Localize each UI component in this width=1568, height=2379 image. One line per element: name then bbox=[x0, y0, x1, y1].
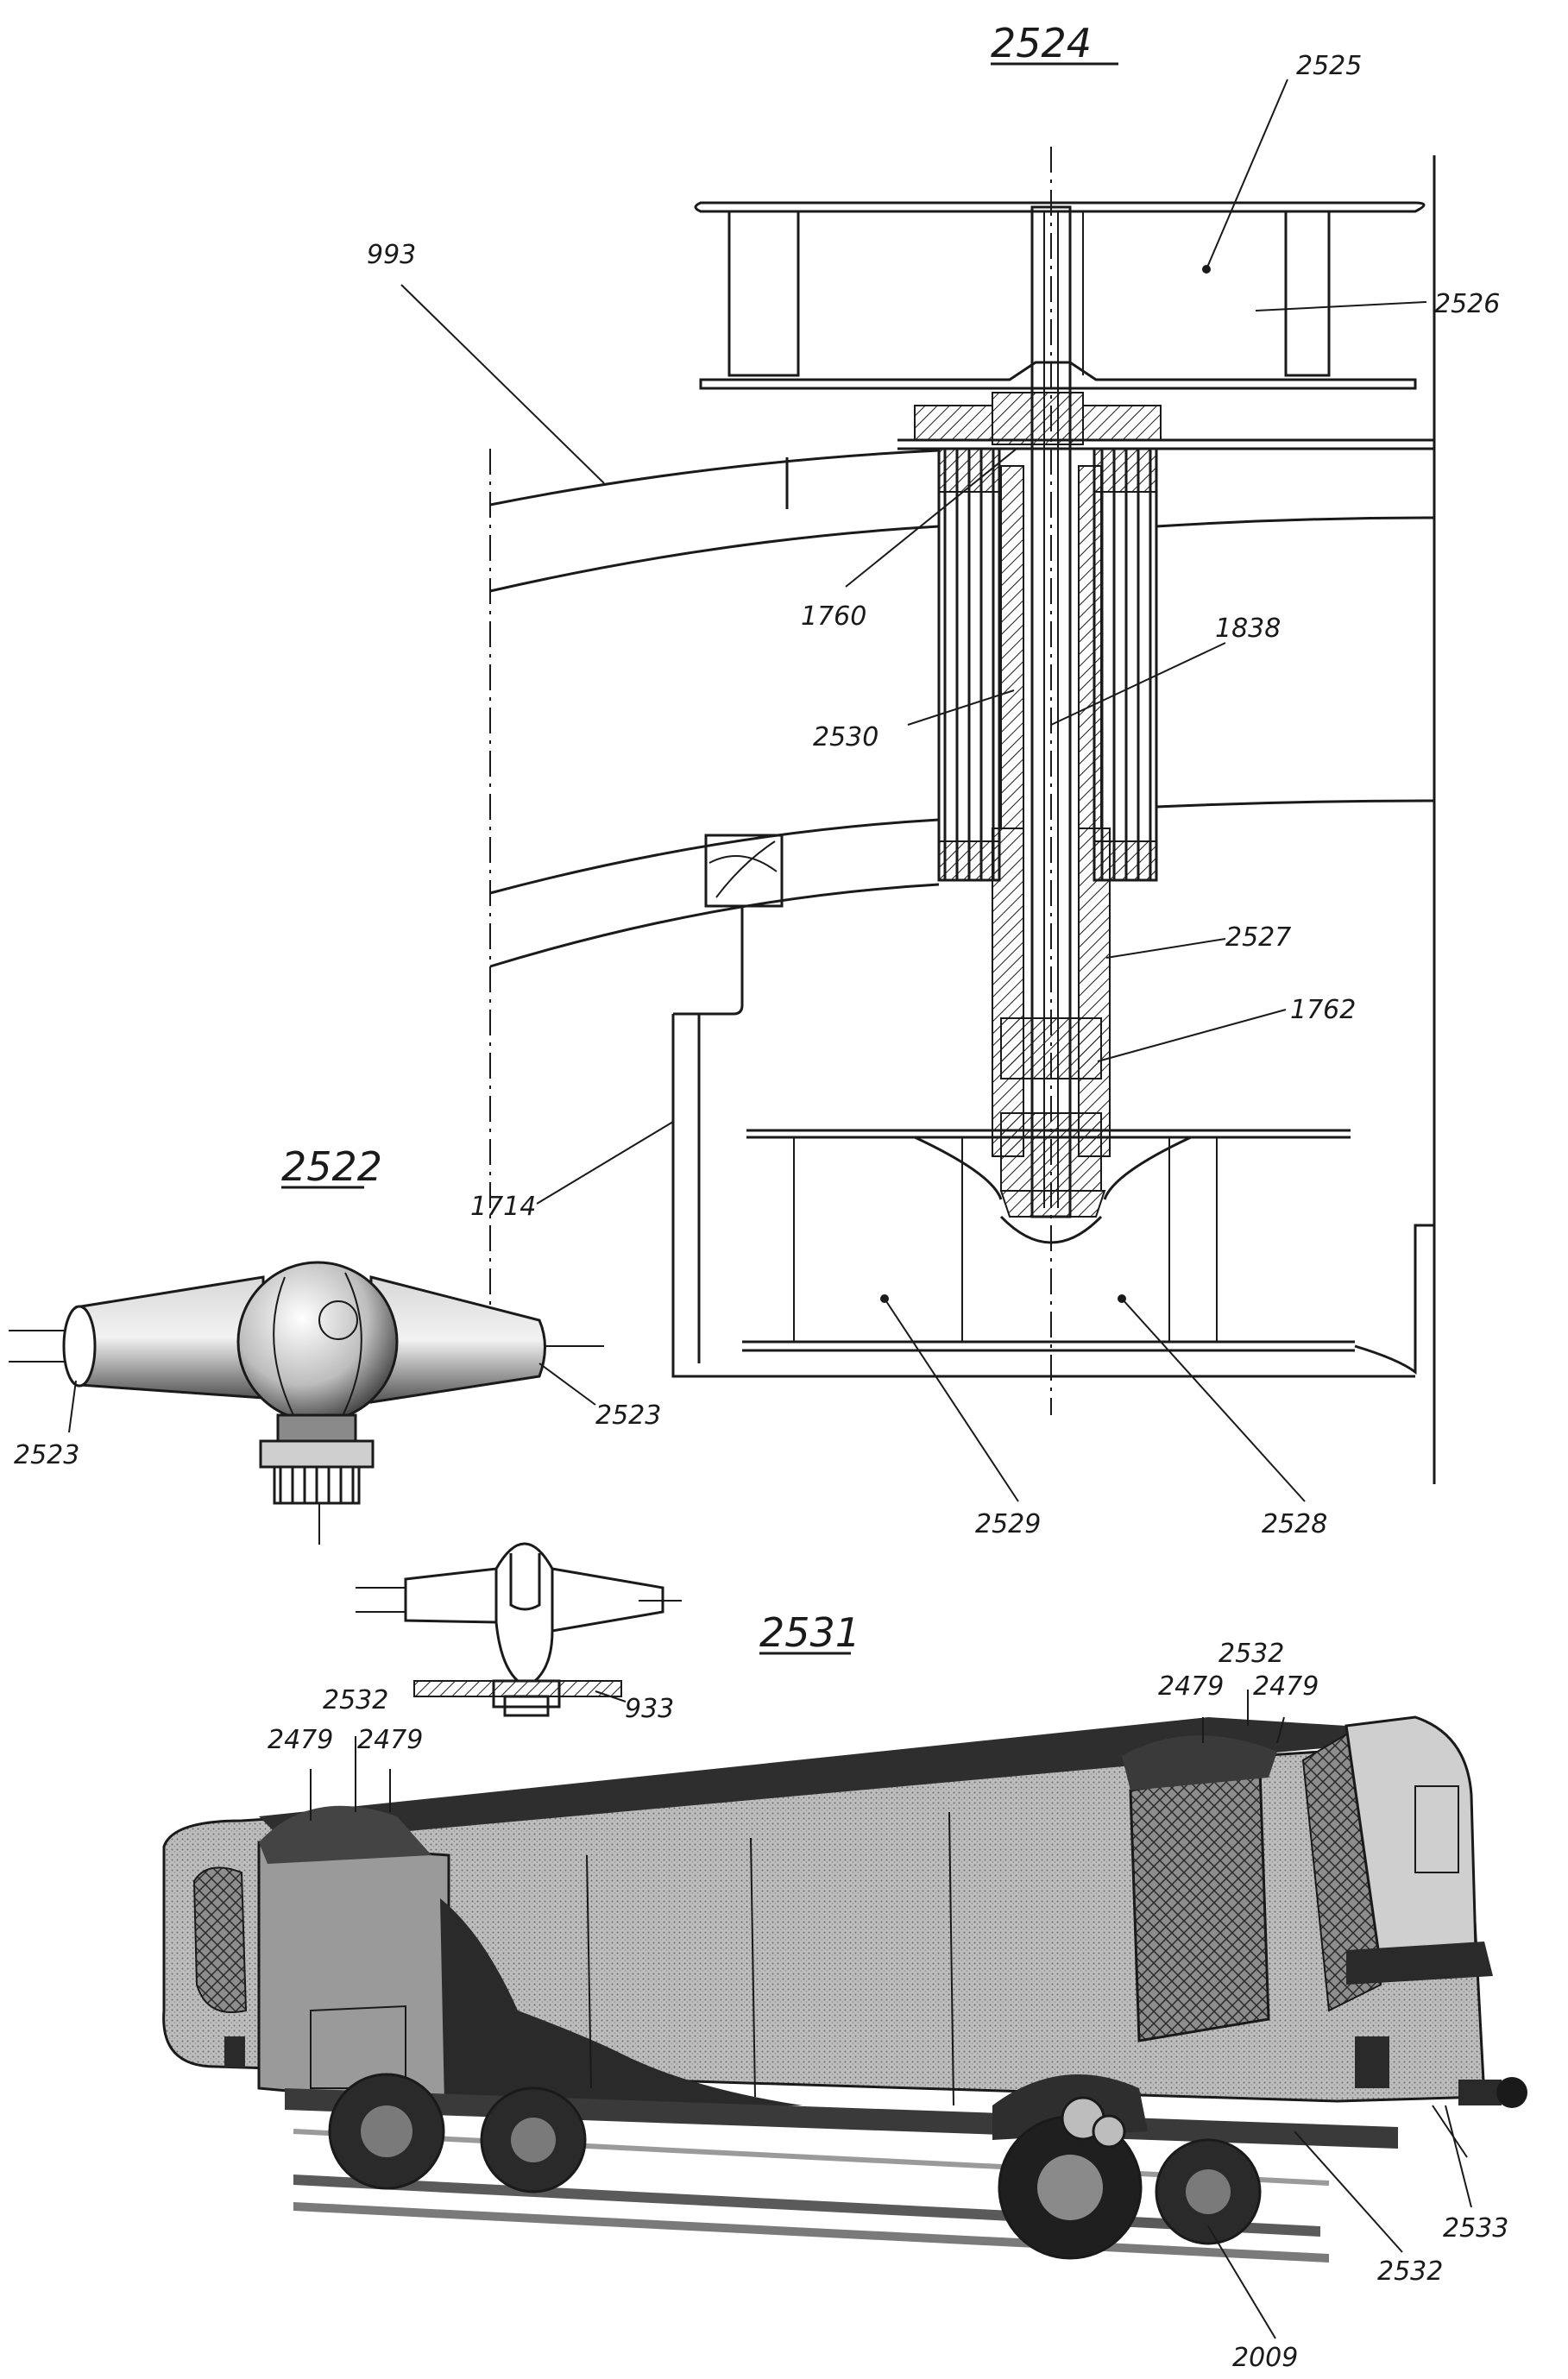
callout-993: 993 bbox=[367, 240, 416, 270]
callout-1760: 1760 bbox=[801, 601, 866, 632]
figure-2524: 2524 bbox=[367, 20, 1500, 1539]
leader-2523-left bbox=[68, 1380, 77, 1433]
figure-2531: 2531 bbox=[162, 1609, 1527, 2373]
outlet-perspective bbox=[9, 1261, 604, 1545]
callout-1714: 1714 bbox=[470, 1192, 536, 1222]
top-bearing bbox=[897, 392, 1434, 450]
figure-number-2531: 2531 bbox=[759, 1609, 860, 1656]
callout-2527: 2527 bbox=[1225, 922, 1291, 953]
callout-2528: 2528 bbox=[1262, 1509, 1327, 1539]
callout-2529: 2529 bbox=[975, 1509, 1041, 1539]
callout-2532-bottom: 2532 bbox=[1377, 2256, 1443, 2287]
outlet-section bbox=[356, 1542, 682, 1717]
leader-lines-2531 bbox=[310, 1690, 1472, 2339]
upper-impeller bbox=[694, 201, 1426, 390]
figure-number-2524: 2524 bbox=[991, 20, 1092, 66]
wagon-body bbox=[162, 1715, 1493, 2114]
lower-impeller bbox=[671, 1014, 1434, 1378]
leader-2523-right bbox=[538, 1363, 596, 1406]
leader-lines-2524 bbox=[400, 79, 1427, 1502]
callout-1838: 1838 bbox=[1215, 614, 1281, 644]
callout-2533: 2533 bbox=[1443, 2213, 1508, 2244]
callout-2523-right: 2523 bbox=[595, 1400, 661, 1431]
callout-1762: 1762 bbox=[1290, 995, 1356, 1025]
callout-2525: 2525 bbox=[1296, 51, 1362, 81]
leader-933 bbox=[595, 1690, 627, 1702]
callout-2530: 2530 bbox=[813, 722, 878, 752]
shaft-assembly bbox=[992, 205, 1111, 1218]
callout-2523-left: 2523 bbox=[14, 1440, 79, 1470]
callout-2532-top-right: 2532 bbox=[1219, 1639, 1284, 1669]
callout-2526: 2526 bbox=[1434, 289, 1500, 319]
casing-993 bbox=[489, 449, 1435, 1016]
motor-stator bbox=[937, 447, 1158, 882]
figure-number-2522: 2522 bbox=[281, 1143, 382, 1190]
wagon-underframe bbox=[285, 2073, 1527, 2260]
callout-2009: 2009 bbox=[1232, 2343, 1298, 2373]
callout-2479-left-1: 2479 bbox=[268, 1725, 333, 1755]
callout-2479-left-2: 2479 bbox=[357, 1725, 423, 1755]
callout-933: 933 bbox=[625, 1694, 674, 1724]
callout-2532-top-left: 2532 bbox=[323, 1685, 388, 1715]
callout-2479-right-1: 2479 bbox=[1158, 1671, 1224, 1702]
figure-2522: 2522 bbox=[9, 1143, 682, 1724]
callout-2479-right-2: 2479 bbox=[1253, 1671, 1319, 1702]
